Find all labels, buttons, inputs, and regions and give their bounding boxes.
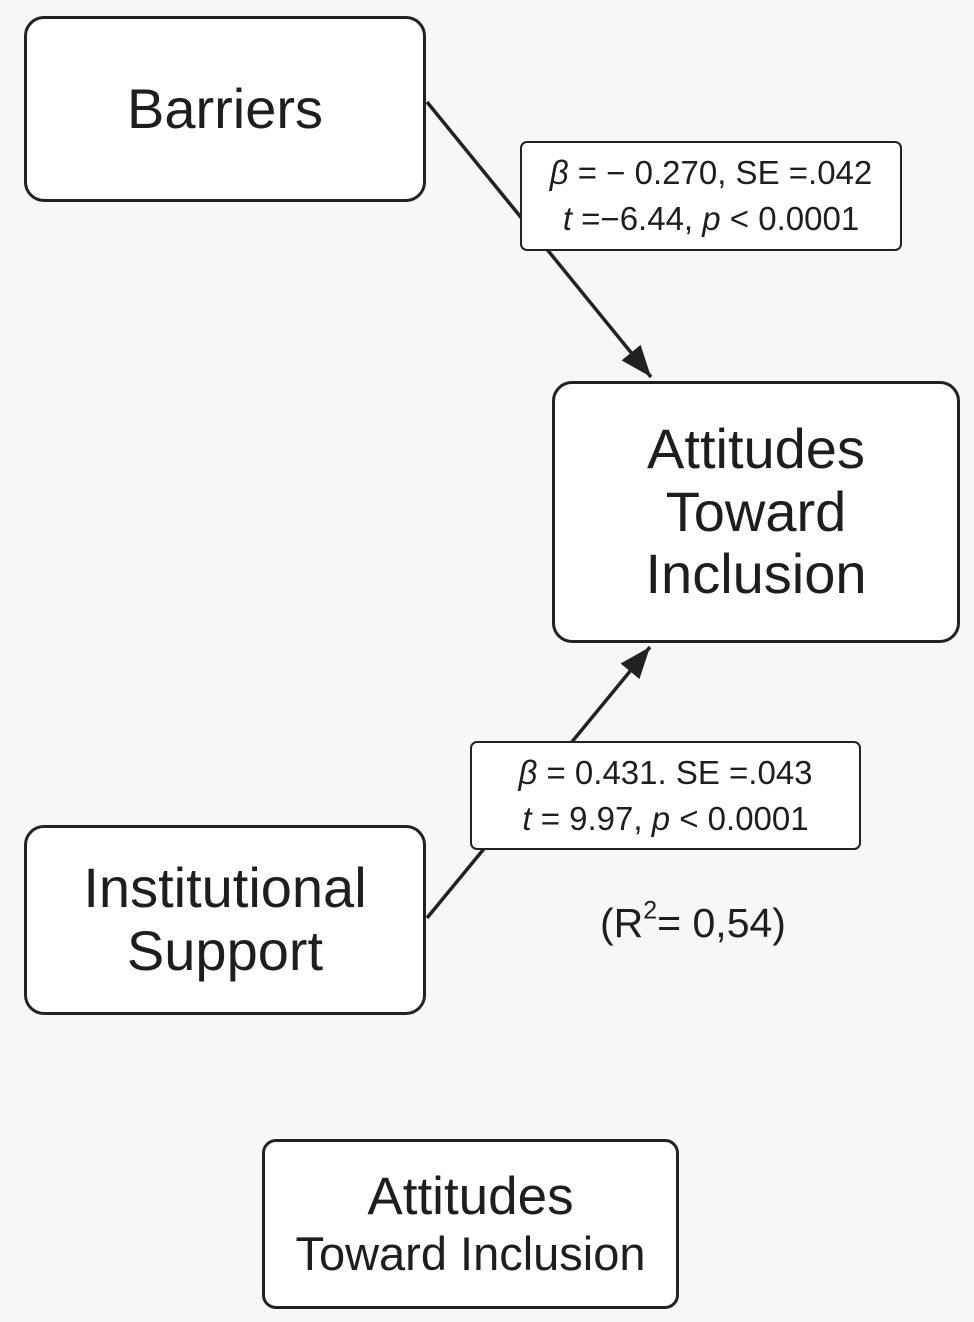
attitudes-label-line2: Toward: [665, 479, 847, 543]
support-label-line2: Support: [126, 919, 324, 982]
support-p-value: < 0.0001: [670, 799, 809, 837]
barriers-beta-line: β = − 0.270, SE =.042: [550, 150, 873, 196]
attitudes-label-line3: Inclusion: [645, 542, 867, 606]
support-beta-line: β = 0.431. SE =.043: [518, 750, 812, 796]
attitudes-label-line1: Attitudes: [647, 416, 865, 480]
p-symbol: p: [651, 799, 671, 837]
legend-line1: Attitudes: [367, 1167, 574, 1226]
attitudes-legend-box: Attitudes Toward Inclusion: [262, 1139, 679, 1309]
barriers-t-line: t =−6.44, p < 0.0001: [563, 196, 859, 242]
support-path-coefficient-box: β = 0.431. SE =.043 t = 9.97, p < 0.0001: [470, 741, 861, 850]
p-symbol: p: [702, 200, 721, 237]
r-squared-note: (R2= 0,54): [600, 898, 786, 947]
barriers-node: Barriers: [24, 16, 426, 202]
legend-line2: Toward Inclusion: [295, 1227, 646, 1281]
barriers-label: Barriers: [126, 76, 324, 140]
institutional-support-node: Institutional Support: [24, 825, 426, 1015]
support-t-line: t = 9.97, p < 0.0001: [522, 796, 808, 842]
beta-symbol: β: [549, 154, 569, 192]
attitudes-toward-inclusion-node: Attitudes Toward Inclusion: [552, 381, 960, 643]
t-symbol: t: [562, 200, 572, 237]
support-beta-value: = 0.431. SE =.043: [537, 753, 813, 791]
support-t-value: = 9.97,: [531, 799, 652, 837]
barriers-path-coefficient-box: β = − 0.270, SE =.042 t =−6.44, p < 0.00…: [520, 141, 902, 251]
t-symbol: t: [522, 799, 532, 837]
beta-symbol: β: [518, 753, 538, 791]
barriers-beta-value: = − 0.270, SE =.042: [568, 154, 873, 192]
barriers-t-value: =−6.44,: [571, 200, 703, 237]
r-squared-prefix: (R: [600, 900, 644, 946]
r-squared-exponent: 2: [643, 896, 658, 925]
r-squared-value: = 0,54): [657, 900, 786, 946]
support-label-line1: Institutional: [83, 856, 367, 920]
barriers-p-value: < 0.0001: [720, 200, 860, 237]
